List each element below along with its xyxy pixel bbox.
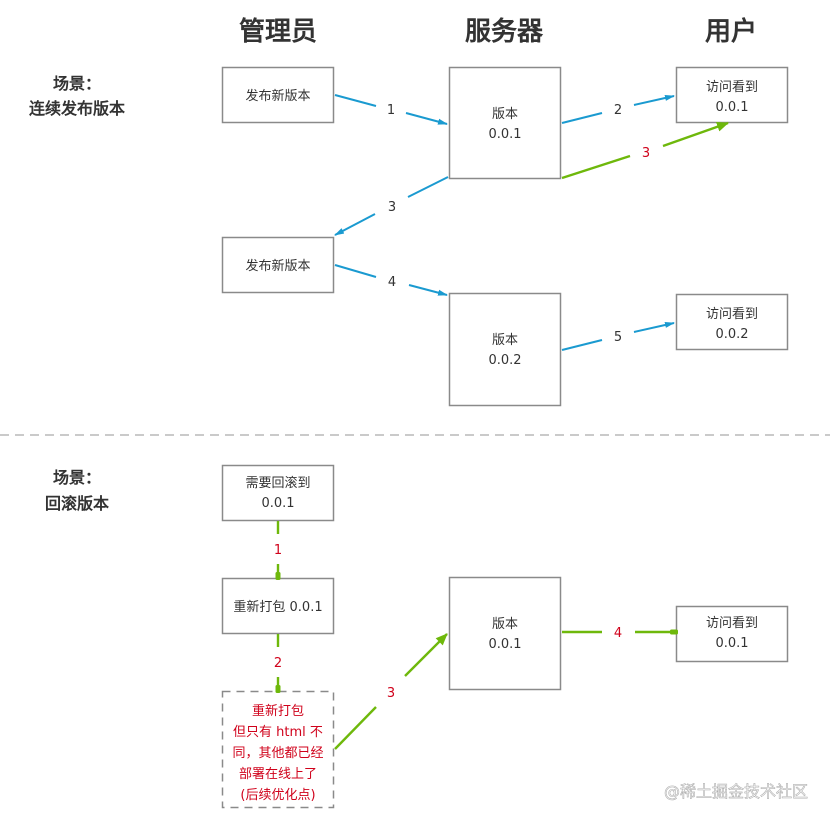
edge-s1-1: 1 [334, 94, 448, 125]
node-server-3-line1: 版本 [492, 617, 518, 632]
edge-s1-4-label: 4 [388, 275, 396, 290]
node-publish-2-label: 发布新版本 [245, 258, 310, 274]
edge-s2-1: 1 [274, 521, 282, 580]
edge-s2-2: 2 [274, 634, 282, 693]
node-publish-2: 发布新版本 [221, 236, 335, 294]
edge-s2-1-label: 1 [274, 543, 282, 558]
edge-s1-2-label: 2 [614, 103, 622, 118]
node-server-2-line2: 0.0.2 [488, 353, 521, 368]
edge-s1-5: 5 [561, 322, 675, 351]
node-user-3-line2: 0.0.1 [715, 636, 748, 651]
note-line-2: 但只有 html 不 [233, 725, 323, 740]
node-rollback-line2: 0.0.1 [261, 496, 294, 511]
node-user-3: 访问看到 0.0.1 [675, 605, 789, 663]
node-server-1-line2: 0.0.1 [488, 127, 521, 142]
edge-s1-2: 2 [561, 95, 675, 124]
node-user-1: 访问看到 0.0.1 [675, 66, 789, 124]
edge-s1-5-label: 5 [614, 330, 622, 345]
node-user-2-line1: 访问看到 [706, 306, 758, 322]
note-line-4: 部署在线上了 [239, 767, 317, 782]
edge-s2-2-label: 2 [274, 656, 282, 671]
node-server-2: 版本 0.0.2 [448, 292, 562, 407]
note-line-5: (后续优化点) [240, 788, 315, 803]
node-user-1-line2: 0.0.1 [715, 100, 748, 115]
node-note: 重新打包 但只有 html 不 同，其他都已经 部署在线上了 (后续优化点) [221, 690, 335, 809]
node-publish-1: 发布新版本 [221, 66, 335, 124]
column-title-server: 服务器 [465, 17, 544, 47]
scenario2-label-line2: 回滚版本 [45, 494, 109, 513]
node-user-1-line1: 访问看到 [706, 79, 758, 95]
node-server-3: 版本 0.0.1 [448, 576, 562, 691]
node-publish-1-label: 发布新版本 [245, 88, 310, 104]
scenario1-label-line2: 连续发布版本 [29, 99, 125, 118]
note-line-1: 重新打包 [252, 703, 304, 719]
node-server-1-line1: 版本 [492, 107, 518, 122]
note-line-3: 同，其他都已经 [232, 746, 323, 761]
node-repack-label: 重新打包 0.0.1 [233, 599, 322, 615]
edge-s2-3: 3 [334, 633, 448, 750]
node-user-2: 访问看到 0.0.2 [675, 293, 789, 351]
edge-s1-3-green: 3 [561, 121, 729, 180]
node-server-3-line2: 0.0.1 [488, 637, 521, 652]
edge-s2-3-label: 3 [387, 686, 395, 701]
scenario2-label-line1: 场景： [53, 468, 101, 487]
node-server-1: 版本 0.0.1 [448, 66, 562, 180]
edge-s2-4: 4 [562, 626, 678, 641]
node-user-2-line2: 0.0.2 [715, 327, 748, 342]
node-rollback-line1: 需要回滚到 [245, 475, 310, 491]
column-title-admin: 管理员 [239, 17, 317, 47]
edge-s1-3-blue-label: 3 [388, 200, 396, 215]
column-title-user: 用户 [705, 16, 757, 47]
edge-s1-4: 4 [334, 264, 448, 296]
edge-s2-4-label: 4 [614, 626, 622, 641]
watermark: @稀土掘金技术社区 [664, 782, 808, 801]
node-rollback: 需要回滚到 0.0.1 [221, 464, 335, 522]
node-user-3-line1: 访问看到 [706, 615, 758, 631]
edge-s1-1-label: 1 [387, 103, 395, 118]
node-server-2-line1: 版本 [492, 333, 518, 348]
edge-s1-3-blue: 3 [334, 176, 449, 236]
scenario1-label-line1: 场景： [53, 74, 101, 93]
node-repack: 重新打包 0.0.1 [221, 577, 335, 635]
edge-s1-3-green-label: 3 [642, 146, 650, 161]
